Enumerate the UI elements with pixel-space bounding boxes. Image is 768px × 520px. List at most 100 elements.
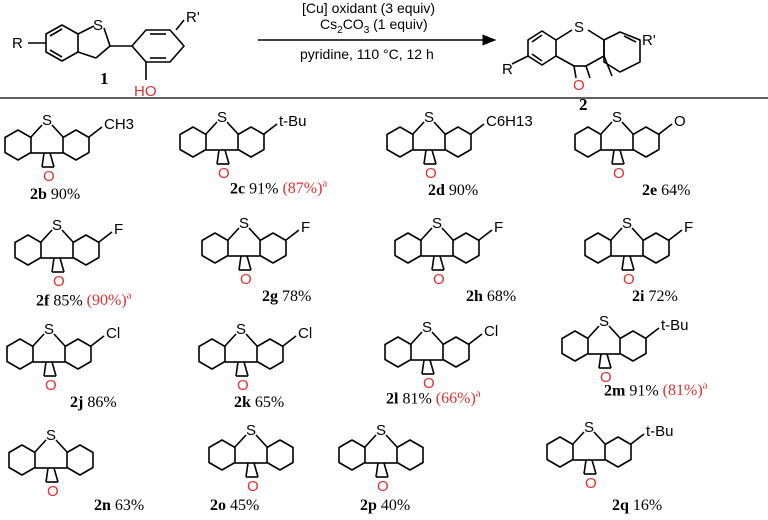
mol-2p-bond: [375, 462, 379, 478]
mol-2h-sub-bond: [478, 229, 493, 241]
mol-2b-right-ring: [62, 129, 90, 161]
mol-2f-oxygen-label: O: [53, 273, 65, 290]
mol-2q-oxygen-label: O: [585, 475, 597, 492]
mol-2j-sulfur-label: S: [44, 321, 54, 338]
mol-2q-bond: [591, 459, 597, 475]
mol-2d-right-ring: [444, 126, 472, 158]
mol-2h-left-ring: [394, 232, 422, 264]
mol-2m-sulfur-label: S: [599, 313, 609, 330]
mol-2o-bond: [245, 462, 249, 478]
mol-2q-left-ring: [546, 436, 574, 468]
mol-2c-bond: [216, 149, 220, 165]
mol-2f-bond: [59, 257, 65, 273]
mol-2p-right-ring: [396, 439, 424, 471]
mol-2f-bond: [61, 229, 74, 243]
mol-2g-bond: [227, 227, 240, 241]
mol-2p-bond: [364, 434, 377, 448]
mol-2m-bond: [608, 325, 621, 339]
mol-2e-right-ring: [632, 126, 660, 158]
mol-2q-substituent-label: t-Bu: [646, 423, 674, 440]
mol-2f-substituent-label: F: [114, 221, 123, 238]
caption-2g: 2g 78%: [262, 288, 312, 305]
mol-2f-sulfur-label: S: [52, 217, 62, 234]
mol-2m-left-ring: [561, 330, 589, 362]
mol-2q-bond: [593, 431, 606, 445]
mol-2k-bond: [245, 333, 258, 347]
caption-2i: 2i 72%: [632, 288, 678, 305]
mol-2j-bond: [32, 333, 45, 347]
mol-2m-bond: [606, 353, 612, 369]
mol-2j-bond: [43, 361, 47, 377]
mol-2g-left-ring: [201, 232, 229, 264]
mol-2e-bond: [611, 149, 615, 165]
mol-2h-bond: [420, 227, 433, 241]
mol-2i-right-ring: [642, 232, 670, 264]
mol-2d-bond: [412, 121, 425, 135]
product-sulfur-label: S: [574, 19, 584, 36]
mol-2n-bond: [45, 467, 49, 483]
mol-2h-bond: [441, 227, 454, 241]
mol-2g-oxygen-label: O: [240, 271, 252, 288]
mol-2j-bond: [53, 333, 66, 347]
caption-2o: 2o 45%: [210, 497, 260, 514]
mol-2k-sub-bond: [282, 335, 297, 347]
mol-2c-sulfur-label: S: [217, 109, 227, 126]
mol-2f-bond: [51, 257, 55, 273]
mol-2c-sub-bond: [263, 123, 278, 135]
caption-2k: 2k 65%: [234, 394, 285, 411]
mol-2b-bond: [30, 124, 43, 138]
mol-2f-bond: [40, 229, 53, 243]
mol-2k-bond: [243, 361, 249, 377]
mol-2c-bond: [224, 149, 230, 165]
mol-2p-bond: [383, 462, 389, 478]
caption-2m: 2m 91% (81%)a: [604, 380, 708, 400]
mol-2i-bond: [621, 255, 625, 271]
caption-2d: 2d 90%: [428, 182, 479, 199]
mol-2f-left-ring: [14, 234, 42, 266]
mol-2n-bond: [34, 439, 47, 453]
mol-2e-oxygen-label: O: [613, 165, 625, 182]
mol-2e-sub-bond: [658, 123, 673, 135]
mol-2j-bond: [51, 361, 57, 377]
mol-2g-bond: [248, 227, 261, 241]
mol-2l-left-ring: [384, 336, 412, 368]
mol-2b-sub-bond: [88, 126, 103, 138]
mol-2o-sulfur-label: S: [246, 422, 256, 439]
mol-2l-bond: [410, 331, 423, 345]
mol-2f-sub-bond: [98, 231, 113, 243]
mol-2h-right-ring: [452, 232, 480, 264]
mol-2i-bond: [610, 227, 623, 241]
mol-2k-sulfur-label: S: [236, 321, 246, 338]
mol-2n-right-ring: [66, 444, 94, 476]
caption-2p: 2p 40%: [360, 497, 411, 514]
mol-2p-left-ring: [338, 439, 366, 471]
mol-2m-bond: [598, 353, 602, 369]
mol-2g-sub-bond: [285, 229, 300, 241]
mol-2o-left-ring: [208, 439, 236, 471]
mol-2q-sub-bond: [630, 433, 645, 445]
mol-2k-bond: [235, 361, 239, 377]
mol-2l-bond: [431, 331, 444, 345]
mol-2g-bond: [238, 255, 242, 271]
mol-2i-substituent-label: F: [684, 219, 693, 236]
mol-2l-oxygen-label: O: [423, 375, 435, 392]
mol-2k-oxygen-label: O: [237, 377, 249, 394]
mol-2g-sulfur-label: S: [239, 215, 249, 232]
caption-2n: 2n 63%: [94, 497, 145, 514]
caption-2f: 2f 85% (90%)a: [36, 290, 132, 310]
mol-2j-sub-bond: [90, 335, 105, 347]
product-2-structure: [511, 29, 641, 79]
caption-2b: 2b 90%: [30, 186, 81, 203]
mol-2n-sulfur-label: S: [46, 427, 56, 444]
mol-2d-bond: [433, 121, 446, 135]
mol-2b-substituent-label: CH3: [104, 116, 134, 133]
reactant-1-structure: [28, 19, 185, 80]
mol-2k-substituent-label: Cl: [298, 325, 312, 342]
mol-2p-sulfur-label: S: [376, 422, 386, 439]
mol-2d-substituent-label: C6H13: [486, 113, 533, 130]
condition-solvent: pyridine, 110 °C, 12 h: [300, 46, 434, 62]
mol-2m-substituent-label: t-Bu: [661, 317, 689, 334]
mol-2d-sulfur-label: S: [424, 109, 434, 126]
mol-2c-left-ring: [179, 126, 207, 158]
product-oxygen-label: O: [573, 77, 585, 94]
